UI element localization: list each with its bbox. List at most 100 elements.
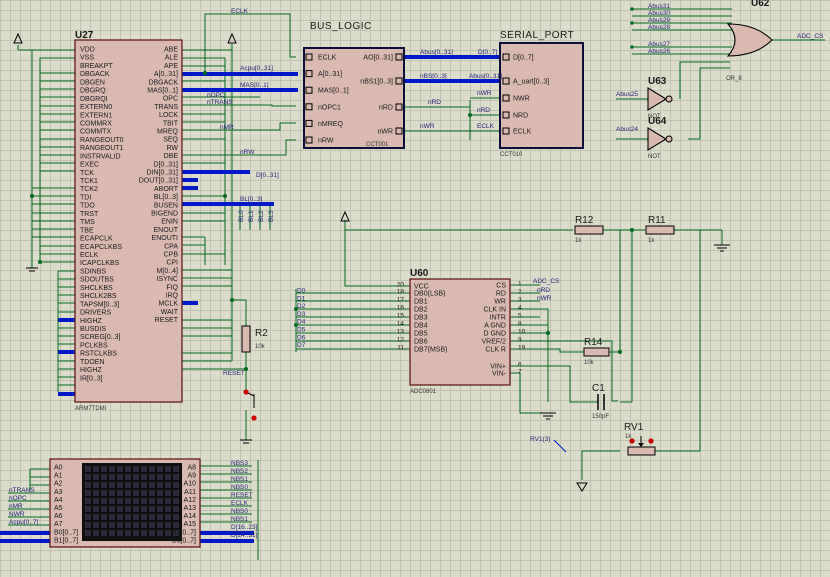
u27-pin-label: ALE <box>165 55 179 62</box>
bus-logic-pin-label: nRD <box>379 105 393 112</box>
serial-port-port-marker <box>502 77 510 85</box>
memory-grid-cell <box>141 474 147 480</box>
reset-switch[interactable] <box>243 389 257 421</box>
memory-grid-cell <box>133 474 139 480</box>
rv1-potentiometer[interactable]: RV1 1k RV1(3) <box>530 422 656 456</box>
u27-pin-label: TBE <box>80 227 94 234</box>
memory-grid-cell <box>141 498 147 504</box>
memory-grid-cell <box>125 514 131 520</box>
memory-pin-label: A10 <box>184 481 197 488</box>
memory-grid-cell <box>93 466 99 472</box>
memory-grid-cell <box>149 474 155 480</box>
r2-resistor[interactable]: R2 10k <box>241 325 268 353</box>
memory-grid-cell <box>109 490 115 496</box>
memory-grid-cell <box>149 530 155 536</box>
bus-logic-pin-label: ECLK <box>318 55 337 62</box>
bus-logic-title: BUS_LOGIC <box>310 21 372 32</box>
u27-pin-label: FIQ <box>166 284 178 291</box>
serial-port-port-marker <box>502 53 510 61</box>
bus-logic-block[interactable]: BUS_LOGIC CCT001 ECLKA[0..31]MAS[0..1]nO… <box>303 21 405 149</box>
memory-grid-cell <box>109 498 115 504</box>
u27-pin-label: D[0..31] <box>153 161 178 168</box>
serial-port-block[interactable]: SERIAL_PORT CCT010 D[0..7]A_uart[0..3]NW… <box>499 30 584 158</box>
u64-part: NOT <box>648 154 661 160</box>
u60-pin-number: 14 <box>397 321 405 328</box>
u27-pin-label: ABORT <box>154 186 179 193</box>
u27-pin-label: TDO <box>80 203 95 210</box>
u60-pin-number: 12 <box>397 337 405 344</box>
u27-pin-label: BIGEND <box>151 211 178 218</box>
u60-adc-chip[interactable]: U60 ADC0801 VCC20DB0(LSB)18DB117DB216DB3… <box>397 268 526 395</box>
memory-grid-cell <box>93 474 99 480</box>
memory-right-net-label: NBS1 <box>231 476 248 483</box>
u64-not-gate[interactable]: U64 NOT Abus24 <box>616 116 673 160</box>
bus-logic-pin-label: nOPC1 <box>318 104 341 111</box>
net-eclk: ECLK <box>231 8 249 15</box>
c1-capacitor[interactable]: C1 150pF <box>592 383 609 420</box>
u60-pin-label: DB6 <box>414 339 428 346</box>
u27-pin-label: DRIVERS <box>80 310 111 317</box>
bus-logic-part: CCT001 <box>366 142 389 148</box>
memory-pin-label: A1 <box>54 473 63 480</box>
u27-pin-label: DBE <box>164 153 179 160</box>
serial-port-pin-label: NRD <box>513 113 528 120</box>
u27-pin-label: EXTERN0 <box>80 104 112 111</box>
bus-logic-port-marker <box>395 77 403 85</box>
memory-grid-cell <box>157 506 163 512</box>
bus-logic-pin-label: MAS[0..1] <box>318 88 349 95</box>
or-input-net-label: Abus26 <box>648 48 670 55</box>
r12-ref: R12 <box>575 215 594 226</box>
net-nmr: nMR <box>220 124 234 131</box>
memory-grid-cell <box>93 514 99 520</box>
u62-output-label: ADC_CS <box>797 33 824 40</box>
u63-not-gate[interactable]: U63 NOT Abus25 <box>616 76 673 120</box>
memory-pin-label: A8 <box>187 465 196 472</box>
u27-pin-label: COMMTX <box>80 129 111 136</box>
memory-right-net-label: D[24..31] <box>231 532 258 539</box>
memory-grid-cell <box>117 530 123 536</box>
power-symbols <box>13 32 730 492</box>
memory-grid-cell <box>125 474 131 480</box>
memory-grid-cell <box>85 474 91 480</box>
memory-grid-cell <box>165 498 171 504</box>
memory-grid-cell <box>85 466 91 472</box>
u27-pin-label: LOCK <box>159 112 178 119</box>
memory-grid-cell <box>125 466 131 472</box>
net-d-bus: D[0..31] <box>256 172 279 179</box>
r14-resistor[interactable]: R14 10k <box>583 337 610 366</box>
memory-grid-cell <box>93 522 99 528</box>
memory-pin-label: A12 <box>184 497 197 504</box>
memory-grid-cell <box>141 506 147 512</box>
u27-pin-label: DOUT[0..31] <box>139 178 178 185</box>
u64-ref: U64 <box>648 116 667 127</box>
u27-pin-label: ENOUTI <box>152 235 179 242</box>
u62-or-gate[interactable]: U62 OR_8 ADC_CS <box>726 0 824 82</box>
memory-pin-label: A5 <box>54 505 63 512</box>
u27-pin-label: CPB <box>164 252 179 259</box>
u27-chip[interactable]: U27 ARM7TDMI VDDVSSBREAKPTDBGACKDBGENDBG… <box>74 30 183 412</box>
c1-value: 150pF <box>592 414 609 420</box>
u60-pin-label: DB2 <box>414 307 428 314</box>
memory-grid-cell <box>125 506 131 512</box>
u60-pin-number: 11 <box>397 345 404 352</box>
or-input-net-label: Abus30 <box>648 10 670 17</box>
u60-pin-label: DB1 <box>414 299 428 306</box>
memory-grid-cell <box>125 490 131 496</box>
u27-pin-label: WAIT <box>161 309 179 316</box>
u27-pin-label: IRQ <box>166 293 179 300</box>
u27-pin-label: ISYNC <box>157 276 178 283</box>
memory-left-net-label: nOPC <box>9 495 27 502</box>
memory-grid-cell <box>101 466 107 472</box>
r11-resistor[interactable]: R11 1k <box>645 215 675 244</box>
u60-pin-label: DB4 <box>414 323 428 330</box>
or-input-net-label: Abus31 <box>648 3 670 10</box>
serial-port-title: SERIAL_PORT <box>500 30 574 41</box>
net-abus: Abus[0..31] <box>420 49 453 56</box>
u60-pin-label: VIN+ <box>490 364 506 371</box>
r12-resistor[interactable]: R12 1k <box>574 215 604 244</box>
net-nbs: nBS[0..3] <box>420 73 447 80</box>
